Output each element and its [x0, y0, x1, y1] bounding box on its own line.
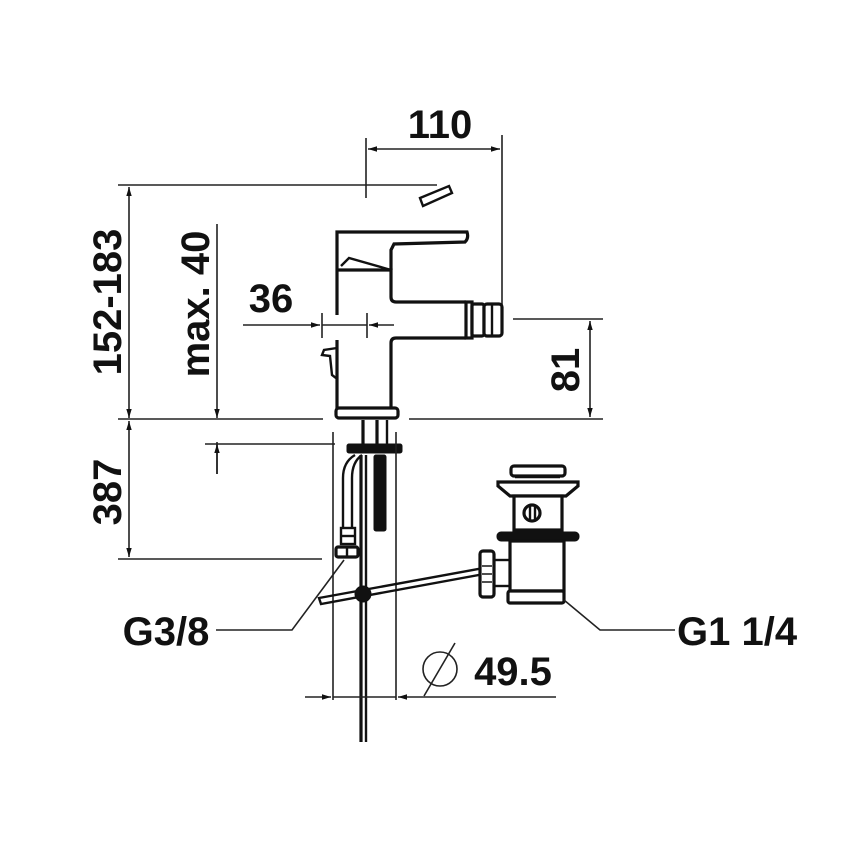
- dim-label-49-5: 49.5: [474, 650, 552, 694]
- dimension-under-deck-length: 387: [86, 421, 322, 560]
- dim-label-81: 81: [544, 348, 588, 393]
- diameter-icon: [422, 642, 458, 697]
- dimension-spout-reach: 110: [365, 103, 503, 316]
- callout-supply-connection: G3/8: [123, 559, 345, 654]
- callout-waste-connection: G1 1/4: [563, 599, 798, 654]
- dim-label-152-183: 152-183: [86, 229, 130, 376]
- dim-label-387: 387: [86, 459, 130, 526]
- dimension-total-height: 152-183: [86, 187, 132, 418]
- dimension-body-width: 36: [243, 277, 394, 338]
- dimension-spout-height: 81: [513, 318, 603, 417]
- dim-label-max-40: max. 40: [174, 231, 218, 378]
- dimension-max-deck: max. 40: [174, 224, 220, 474]
- label-g1-1-4: G1 1/4: [677, 610, 798, 654]
- dim-label-110: 110: [408, 103, 473, 147]
- under-deck-assembly: [317, 420, 486, 742]
- dim-label-36: 36: [249, 277, 294, 321]
- dimension-hole-diameter: 49.5: [305, 642, 556, 700]
- pop-up-waste: [478, 464, 580, 605]
- lever-travel-icon: [418, 184, 454, 208]
- faucet-body: [320, 230, 504, 420]
- label-g3-8: G3/8: [123, 610, 210, 654]
